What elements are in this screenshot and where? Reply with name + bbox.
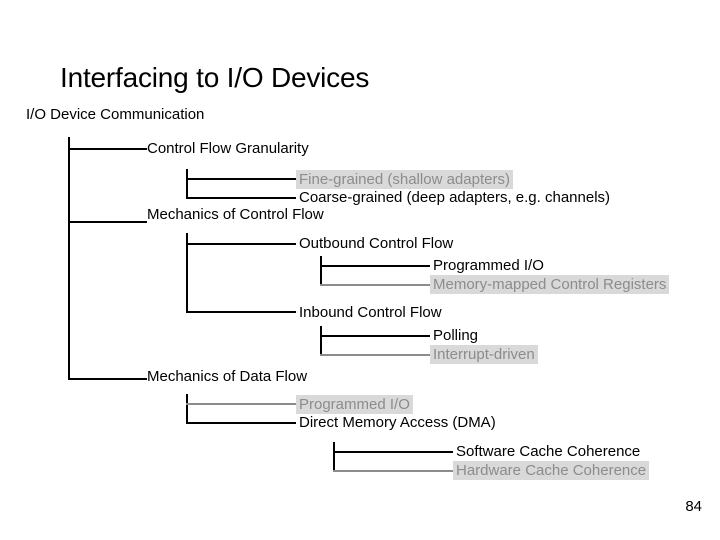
dma-spine bbox=[333, 442, 335, 472]
branch-hardware-cache-coherence bbox=[333, 470, 453, 472]
node-memory-mapped-control-registers[interactable]: Memory-mapped Control Registers bbox=[430, 275, 670, 294]
node-control-flow-granularity[interactable]: Control Flow Granularity bbox=[147, 140, 309, 157]
node-polling[interactable]: Polling bbox=[433, 327, 479, 344]
granularity-spine bbox=[186, 169, 188, 199]
data-flow-spine bbox=[186, 394, 188, 424]
node-coarse-grained[interactable]: Coarse-grained (deep adapters, e.g. chan… bbox=[299, 189, 611, 206]
node-fine-grained[interactable]: Fine-grained (shallow adapters) bbox=[296, 170, 513, 189]
branch-direct-memory-access bbox=[186, 422, 296, 424]
branch-memory-mapped-registers bbox=[320, 284, 430, 286]
node-outbound-control-flow[interactable]: Outbound Control Flow bbox=[299, 235, 454, 252]
outbound-spine bbox=[320, 256, 322, 286]
node-programmed-io-outbound[interactable]: Programmed I/O bbox=[433, 257, 544, 274]
branch-outbound-control-flow bbox=[186, 243, 296, 245]
node-direct-memory-access[interactable]: Direct Memory Access (DMA) bbox=[299, 414, 496, 431]
tree-root-label: I/O Device Communication bbox=[26, 106, 205, 123]
node-interrupt-driven[interactable]: Interrupt-driven bbox=[430, 345, 538, 364]
branch-interrupt-driven bbox=[320, 354, 430, 356]
branch-software-cache-coherence bbox=[333, 451, 453, 453]
branch-inbound-control-flow bbox=[186, 311, 296, 313]
page-number: 84 bbox=[685, 498, 702, 515]
branch-programmed-io-outbound bbox=[320, 265, 430, 267]
branch-coarse-grained bbox=[186, 197, 296, 199]
node-programmed-io-dataflow[interactable]: Programmed I/O bbox=[296, 395, 413, 414]
node-mechanics-of-control-flow[interactable]: Mechanics of Control Flow bbox=[147, 206, 324, 223]
node-hardware-cache-coherence[interactable]: Hardware Cache Coherence bbox=[453, 461, 650, 480]
node-inbound-control-flow[interactable]: Inbound Control Flow bbox=[299, 304, 442, 321]
branch-control-flow-granularity bbox=[68, 148, 147, 150]
inbound-spine bbox=[320, 326, 322, 356]
branch-mechanics-control-flow bbox=[68, 221, 147, 223]
node-software-cache-coherence[interactable]: Software Cache Coherence bbox=[456, 443, 641, 460]
control-flow-spine bbox=[186, 233, 188, 313]
branch-programmed-io-dataflow bbox=[186, 403, 296, 405]
branch-mechanics-data-flow bbox=[68, 378, 147, 380]
branch-polling bbox=[320, 335, 430, 337]
node-mechanics-of-data-flow[interactable]: Mechanics of Data Flow bbox=[147, 368, 308, 385]
branch-fine-grained bbox=[186, 178, 296, 180]
page-title: Interfacing to I/O Devices bbox=[60, 62, 370, 93]
root-spine bbox=[68, 137, 70, 380]
